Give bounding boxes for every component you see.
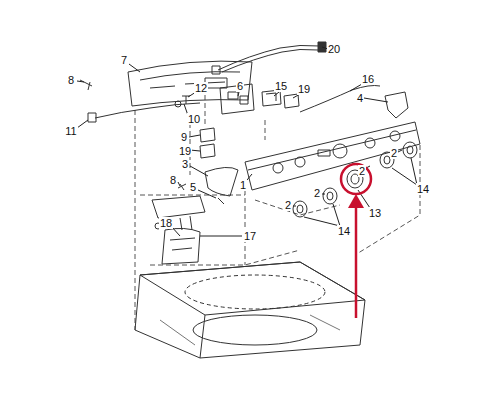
callout-number: 8 xyxy=(169,174,177,186)
control-panel xyxy=(245,122,420,190)
end-cap xyxy=(205,167,238,196)
callout-number: 4 xyxy=(356,92,364,104)
callout-number: 2 xyxy=(358,165,366,177)
callout-number: 15 xyxy=(274,80,288,92)
callout-number: 17 xyxy=(243,230,257,242)
knob xyxy=(293,142,417,217)
callout-number: 16 xyxy=(361,73,375,85)
callout-number: 13 xyxy=(368,207,382,219)
callout-number: 8 xyxy=(67,74,75,86)
callout-number: 2 xyxy=(390,147,398,159)
callout-number: 5 xyxy=(189,181,197,193)
screw xyxy=(218,198,224,204)
screw xyxy=(182,96,190,104)
highlight xyxy=(341,164,371,318)
switch xyxy=(284,94,299,108)
callout-number: 9 xyxy=(180,131,188,143)
power-cord xyxy=(88,101,200,122)
callout-number: 19 xyxy=(178,145,192,157)
switch xyxy=(200,128,215,158)
callout-number: 3 xyxy=(181,158,189,170)
callout-number: 20 xyxy=(327,43,341,55)
switch xyxy=(262,90,281,106)
alignment-lines xyxy=(135,95,420,330)
callout-number: 2 xyxy=(313,187,321,199)
callout-number: 18 xyxy=(159,217,173,229)
callout-number: 19 xyxy=(297,83,311,95)
callout-number: 12 xyxy=(194,82,208,94)
leader-lines xyxy=(77,47,417,236)
washer-top xyxy=(135,262,365,358)
callout-number: 2 xyxy=(284,199,292,211)
callout-number: 11 xyxy=(64,125,77,137)
callout-number: 7 xyxy=(120,54,128,66)
callout-number: 14 xyxy=(337,225,351,237)
callout-number: 1 xyxy=(239,179,247,191)
wire-harness xyxy=(212,42,326,74)
callout-number: 6 xyxy=(236,80,244,92)
callout-number: 10 xyxy=(187,113,201,125)
callout-number: 14 xyxy=(416,183,430,195)
bracket xyxy=(385,92,408,118)
machine-harness xyxy=(152,196,205,264)
